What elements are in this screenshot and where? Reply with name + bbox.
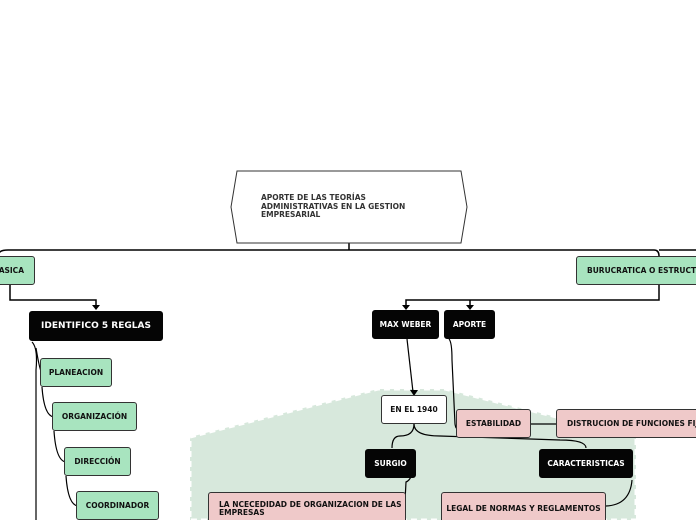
node-direccion[interactable]: DIRECCIÓN bbox=[64, 447, 131, 476]
node-organizacion[interactable]: ORGANIZACIÓN bbox=[52, 402, 137, 431]
node-caracteristicas[interactable]: CARACTERISTICAS bbox=[539, 449, 633, 478]
link-left-identifico bbox=[9, 285, 97, 306]
arrow-aporte bbox=[466, 305, 474, 310]
arrow-en-el-1940 bbox=[410, 390, 418, 396]
node-en-el-1940[interactable]: EN EL 1940 bbox=[381, 395, 447, 424]
arrow-max-weber bbox=[402, 305, 410, 310]
arrow-identifico bbox=[92, 305, 100, 310]
node-max-weber[interactable]: MAX WEBER bbox=[372, 310, 439, 339]
link-1940-caracteristicas bbox=[413, 423, 587, 449]
distrucion-label: DISTRUCION DE FUNCIONES FIJA bbox=[567, 419, 696, 428]
necesidad-label: LA NCECEDIDAD DE ORGANIZACION DE LAS EMP… bbox=[219, 499, 402, 517]
node-surgio[interactable]: SURGIO bbox=[365, 449, 416, 478]
planeacion-label: PLANEACION bbox=[48, 368, 104, 377]
coordinador-label: COORDINADOR bbox=[85, 501, 150, 510]
node-identifico-5-reglas[interactable]: IDENTIFICO 5 REGLAS bbox=[29, 311, 163, 341]
link-1940-surgio bbox=[391, 423, 415, 449]
branch-burocratica[interactable]: BURUCRATICA O ESTRUCTU bbox=[576, 256, 696, 285]
link-root-right bbox=[349, 249, 660, 258]
direccion-label: DIRECCIÓN bbox=[74, 457, 121, 466]
node-legal-normas[interactable]: LEGAL DE NORMAS Y REGLAMENTOS bbox=[441, 492, 606, 520]
node-estabilidad[interactable]: ESTABILIDAD bbox=[456, 409, 531, 438]
identifico-label: IDENTIFICO 5 REGLAS bbox=[41, 321, 151, 331]
estabilidad-label: ESTABILIDAD bbox=[465, 419, 522, 428]
aporte-label: APORTE bbox=[452, 320, 487, 329]
link-max-weber-1940 bbox=[406, 338, 414, 393]
link-right-max-weber bbox=[405, 285, 660, 306]
node-aporte[interactable]: APORTE bbox=[444, 310, 495, 339]
caracteristicas-label: CARACTERISTICAS bbox=[547, 459, 625, 468]
link-caracteristicas-legal bbox=[605, 479, 633, 507]
root-topic-label[interactable]: APORTE DE LAS TEORÍAS ADMINISTRATIVAS EN… bbox=[261, 193, 406, 219]
node-distrucion-funciones[interactable]: DISTRUCION DE FUNCIONES FIJA bbox=[556, 409, 696, 438]
branch-burocratica-label: BURUCRATICA O ESTRUCTU bbox=[587, 266, 696, 275]
root-hexagon bbox=[230, 170, 468, 244]
branch-clasica[interactable]: ASICA bbox=[0, 256, 35, 285]
surgio-label: SURGIO bbox=[374, 459, 407, 468]
organizacion-label: ORGANIZACIÓN bbox=[61, 412, 128, 421]
en-el-1940-label: EN EL 1940 bbox=[390, 405, 438, 414]
node-planeacion[interactable]: PLANEACION bbox=[40, 358, 112, 387]
node-coordinador[interactable]: COORDINADOR bbox=[76, 491, 159, 520]
legal-label: LEGAL DE NORMAS Y REGLAMENTOS bbox=[446, 503, 601, 513]
link-root-left bbox=[0, 249, 349, 253]
node-necesidad-organizacion[interactable]: LA NCECEDIDAD DE ORGANIZACION DE LAS EMP… bbox=[208, 492, 406, 520]
branch-clasica-label: ASICA bbox=[0, 266, 24, 275]
link-identifico-down bbox=[31, 341, 38, 520]
max-weber-label: MAX WEBER bbox=[379, 320, 432, 329]
